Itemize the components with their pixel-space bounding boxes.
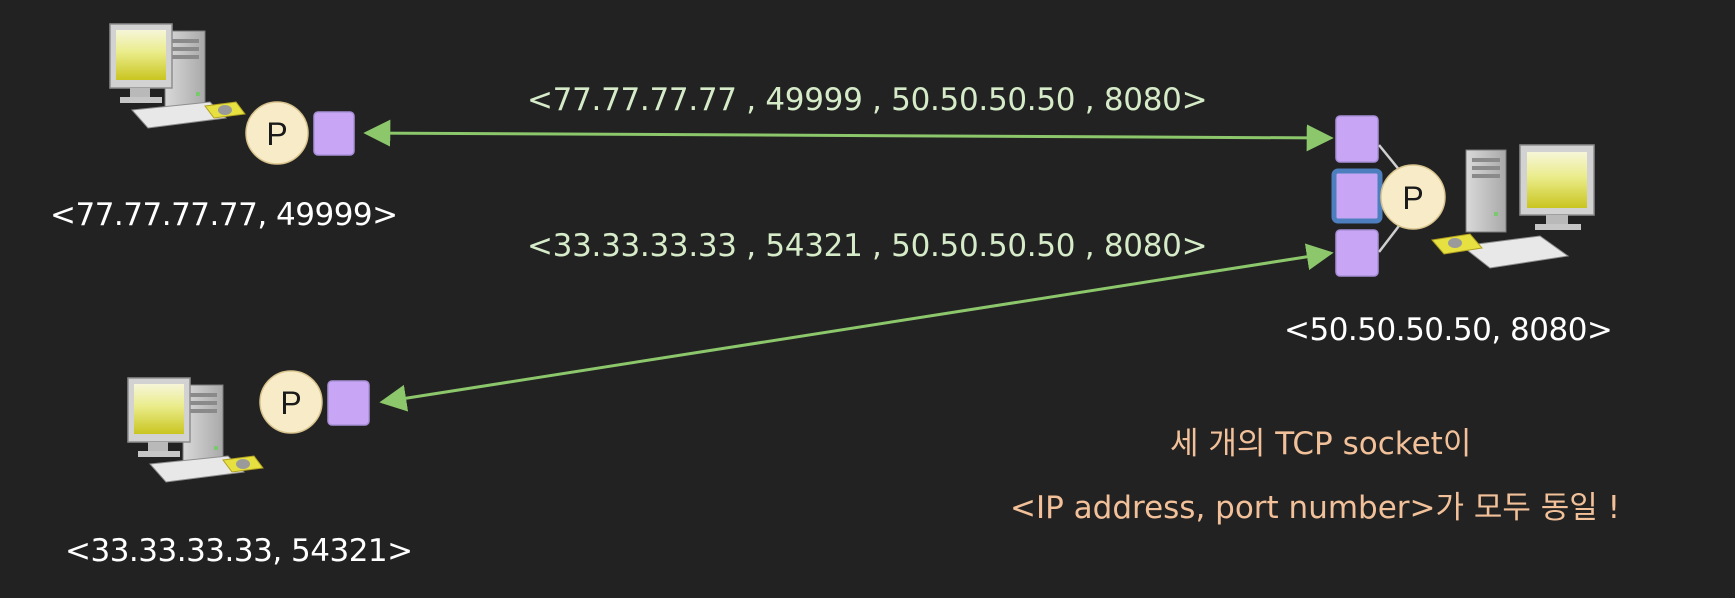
client1-computer-icon [109,23,246,129]
client2-process-label: P [280,385,301,421]
server-listening-socket[interactable] [1331,168,1383,224]
client2-process [259,370,323,434]
client1-address: <77.77.77.77, 49999> [50,197,398,233]
client1-socket[interactable] [313,111,355,156]
server-address: <50.50.50.50, 8080> [1284,312,1613,348]
connection-tuple-client1: <77.77.77.77 , 49999 , 50.50.50.50 , 808… [527,82,1208,118]
connection-line-client2 [379,243,1334,412]
connection-line-client1 [363,119,1334,152]
client2-address: <33.33.33.33, 54321> [65,533,413,569]
client2-computer-icon [127,377,264,483]
server-computer-icon [1431,144,1595,269]
note-line-2: <IP address, port number>가 모두 동일 ! [1010,490,1621,526]
client1-process-label: P [266,116,287,152]
client2-socket[interactable] [327,380,370,426]
note-line-1: 세 개의 TCP socket이 [1170,426,1472,462]
client1-process [245,101,309,165]
server-socket-bottom[interactable] [1335,229,1379,277]
server-process [1380,164,1446,230]
connection-tuple-client2: <33.33.33.33 , 54321 , 50.50.50.50 , 808… [527,228,1208,264]
server-process-label: P [1402,180,1423,216]
server-socket-top[interactable] [1335,115,1379,163]
